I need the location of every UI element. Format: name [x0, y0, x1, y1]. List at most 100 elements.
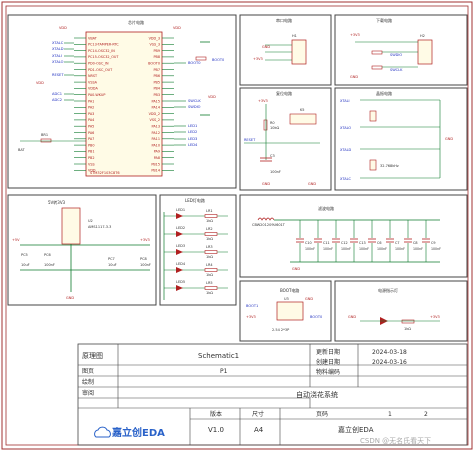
- mcu-br1-label: BR1: [41, 133, 48, 137]
- crystal-xtalo: XTALO: [340, 126, 351, 130]
- download-swclk: SWCLK: [390, 68, 403, 72]
- mcu-left-pin-label: VSSA: [88, 80, 98, 84]
- mcu-section-title: 芯片电路: [128, 19, 144, 25]
- mcu-right-pin-label: PB4: [153, 87, 160, 91]
- tb-size-label: 尺寸: [252, 410, 264, 418]
- serial-section-title: 串口电路: [276, 17, 292, 23]
- download-r2: [371, 65, 383, 70]
- reset-gnd-1: GND: [262, 182, 270, 186]
- download-header-ref: H2: [420, 34, 425, 38]
- mcu-left-pin-label: VDDA: [88, 87, 98, 91]
- mcu-right-pin-label: VSS_2: [150, 118, 160, 122]
- led-diode-icon: [176, 267, 183, 273]
- download-section: 下载电路 H2 SWDIO SWCLK +3V3 GND: [334, 14, 468, 86]
- crystal-xtalc: XTALC: [340, 177, 352, 181]
- reset-section-title: 复位电路: [276, 90, 292, 96]
- mcu-section: 芯片电路 STM32F103C8T6 VBATPC13-TAMPER-RTCPC…: [7, 14, 237, 189]
- crystal-gnd: GND: [445, 137, 453, 141]
- led-resistor-ref: LR1: [206, 209, 213, 213]
- tb-page-value: P1: [220, 368, 228, 375]
- mcu-right-net-label: LED3: [188, 137, 197, 141]
- tb-title: 自动浇花系统: [296, 390, 338, 399]
- mcu-right-net-label: BOOT0: [188, 61, 201, 65]
- power-led-frame: [334, 280, 468, 342]
- power-led-3v3: +3V3: [430, 315, 440, 319]
- mcu-right-net-label: LED4: [188, 143, 198, 147]
- reset-r0: R0: [270, 121, 275, 125]
- power-ldo-ref: U2: [88, 219, 93, 223]
- mcu-left-pin-label: PA7: [88, 137, 94, 141]
- reset-section: 复位电路 +3V3 K5 R0 10kΩ RESET C3 100nF GND …: [239, 87, 332, 191]
- crystal-y1: [369, 110, 377, 122]
- mcu-right-pin-label: PA13: [152, 125, 160, 129]
- boot-section: BOOT电路 U3 2.54 2*3P BOOT1 BOOT0 +3V3 GND: [239, 280, 332, 342]
- power-frame: [7, 194, 157, 306]
- power-cap-value-3: 10uF: [108, 263, 117, 267]
- mcu-left-net-label: RESET: [52, 73, 64, 77]
- serial-header: [291, 39, 307, 65]
- led-resistor: [204, 214, 218, 218]
- tb-review-label: 审阅: [82, 389, 94, 397]
- mcu-boot0-net: BOOT0: [212, 58, 224, 62]
- power-3v3: +3V3: [140, 238, 150, 242]
- mcu-left-pin-label: VSS: [88, 162, 95, 166]
- watermark: CSDN @无名氏看天下: [360, 436, 431, 445]
- led-resistor-ref: LR3: [206, 245, 213, 249]
- filter-cap-value: 100nF: [431, 247, 441, 251]
- mcu-frame: [7, 14, 237, 189]
- power-pc6: PC6: [44, 253, 51, 257]
- tb-logo: 嘉立创EDA: [111, 426, 165, 439]
- tb-page-of-label: 页码: [316, 410, 328, 418]
- boot-boot1: BOOT1: [246, 304, 258, 308]
- power-pc8: PC8: [140, 257, 147, 261]
- led-ref-label: LED1: [176, 208, 185, 212]
- mcu-right-pin-label: BOOT0: [148, 62, 160, 66]
- reset-k5: K5: [300, 108, 305, 112]
- mcu-left-pin-label: PB2: [88, 156, 95, 160]
- crystal-section-title: 晶振电路: [376, 90, 392, 96]
- mcu-right-pin-label: PA15: [152, 99, 160, 103]
- tb-material-label: 物料编码: [316, 368, 340, 376]
- power-5v: +5V: [12, 238, 20, 242]
- title-block-frame: [77, 343, 468, 446]
- mcu-left-pin-label: PA5: [88, 125, 94, 129]
- mcu-right-net-label: SWCLK: [188, 99, 201, 103]
- reset-net: RESET: [244, 138, 256, 142]
- crystal-xtald: XTALD: [340, 148, 352, 152]
- led-resistor-value: 1kΩ: [206, 237, 213, 241]
- power-pc5: PC5: [21, 253, 28, 257]
- filter-inductor-part: CBW201209U601T: [252, 223, 286, 227]
- crystal-frame: [334, 87, 468, 191]
- mcu-right-pin-label: PB3: [153, 93, 160, 97]
- filter-cap-value: 100nF: [305, 247, 315, 251]
- power-led-section: 电源指示灯 GND 1kΩ +3V3: [334, 280, 468, 342]
- mcu-left-pin-label: PB0: [88, 143, 95, 147]
- power-gnd: GND: [66, 296, 74, 300]
- mcu-vdd-label-3: VDD: [208, 95, 216, 99]
- filter-cap-ref: C10: [305, 241, 312, 245]
- mcu-left-pin-label: PA3: [88, 112, 94, 116]
- title-block: 原理图 Schematic1 更新日期 2024-03-18 创建日期 2024…: [77, 343, 468, 446]
- led-frame: [159, 194, 237, 306]
- mcu-right-pin-label: VDD_3: [149, 36, 160, 40]
- boot-3v3: +3V3: [246, 315, 256, 319]
- power-led-resistor: [401, 319, 415, 324]
- download-section-title: 下载电路: [376, 17, 392, 23]
- mcu-left-pin-label: VDD: [88, 169, 96, 173]
- mcu-right-pin-label: VDD_2: [149, 112, 160, 116]
- serial-section: 串口电路 H1 GND +3V3: [239, 14, 332, 86]
- download-gnd: GND: [350, 75, 358, 79]
- mcu-right-pin-label: PB9: [153, 49, 160, 53]
- filter-inductor: [257, 217, 275, 221]
- filter-cap-value: 100nF: [377, 247, 387, 251]
- boot-header: [276, 301, 304, 321]
- led-ref-label: LED2: [176, 226, 185, 230]
- power-ldo-part: AMS1117-3.3: [88, 225, 111, 229]
- mcu-left-pin-label: PD1-OSC_OUT: [88, 68, 113, 72]
- tb-create-date-label: 创建日期: [316, 358, 340, 366]
- download-swdio: SWDIO: [390, 53, 402, 57]
- mcu-left-pin-label: PA4: [88, 118, 94, 122]
- tb-company: 嘉立创EDA: [338, 425, 374, 434]
- download-3v3: +3V3: [350, 33, 360, 37]
- filter-section: 滤波电路 CBW201209U601T C10100nFC11100nFC121…: [239, 194, 468, 278]
